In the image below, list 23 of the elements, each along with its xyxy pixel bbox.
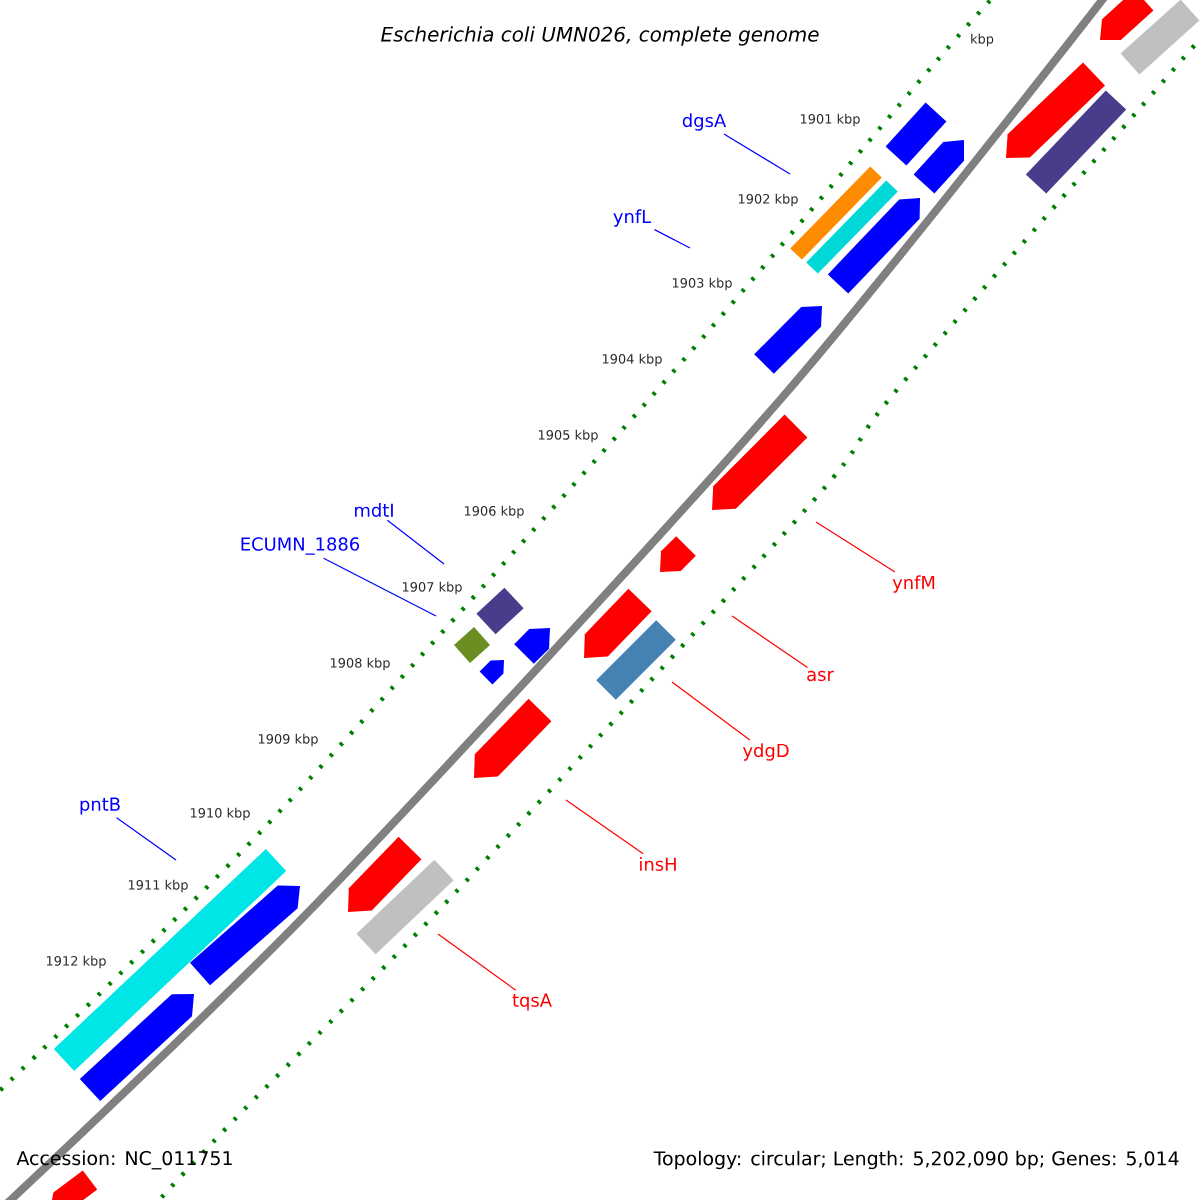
- footer-text: Accession: NC_011751: [16, 1150, 232, 1170]
- gene-label: ynfM: [892, 575, 935, 593]
- leader-line: [437, 933, 517, 991]
- leader-line: [731, 615, 809, 669]
- leader-line: [671, 681, 751, 741]
- gene-label: pntB: [80, 797, 120, 815]
- gene-label: asr: [807, 670, 834, 682]
- leader-line: [815, 521, 896, 573]
- leader-line: [386, 519, 445, 565]
- leader-line: [323, 557, 437, 617]
- leader-line: [653, 229, 691, 249]
- gene-label: dgsA: [682, 113, 727, 131]
- leader-line: [565, 799, 644, 855]
- gene-label: ECUMN_1886: [241, 537, 360, 555]
- gene-label: mdtI: [355, 503, 393, 517]
- gene-label: insH: [640, 857, 676, 871]
- leader-line: [723, 133, 791, 175]
- gene-label: ynfL: [613, 209, 652, 227]
- gene-label: tqsA: [512, 993, 552, 1011]
- footer-text: Topology: circular; Length: 5,202,090 bp; Genes: 5,014: [653, 1150, 1179, 1170]
- leader-line: [116, 817, 177, 861]
- title: Escherichia coli UMN026, complete genome: [381, 26, 819, 46]
- gene-label: ydgD: [742, 743, 789, 761]
